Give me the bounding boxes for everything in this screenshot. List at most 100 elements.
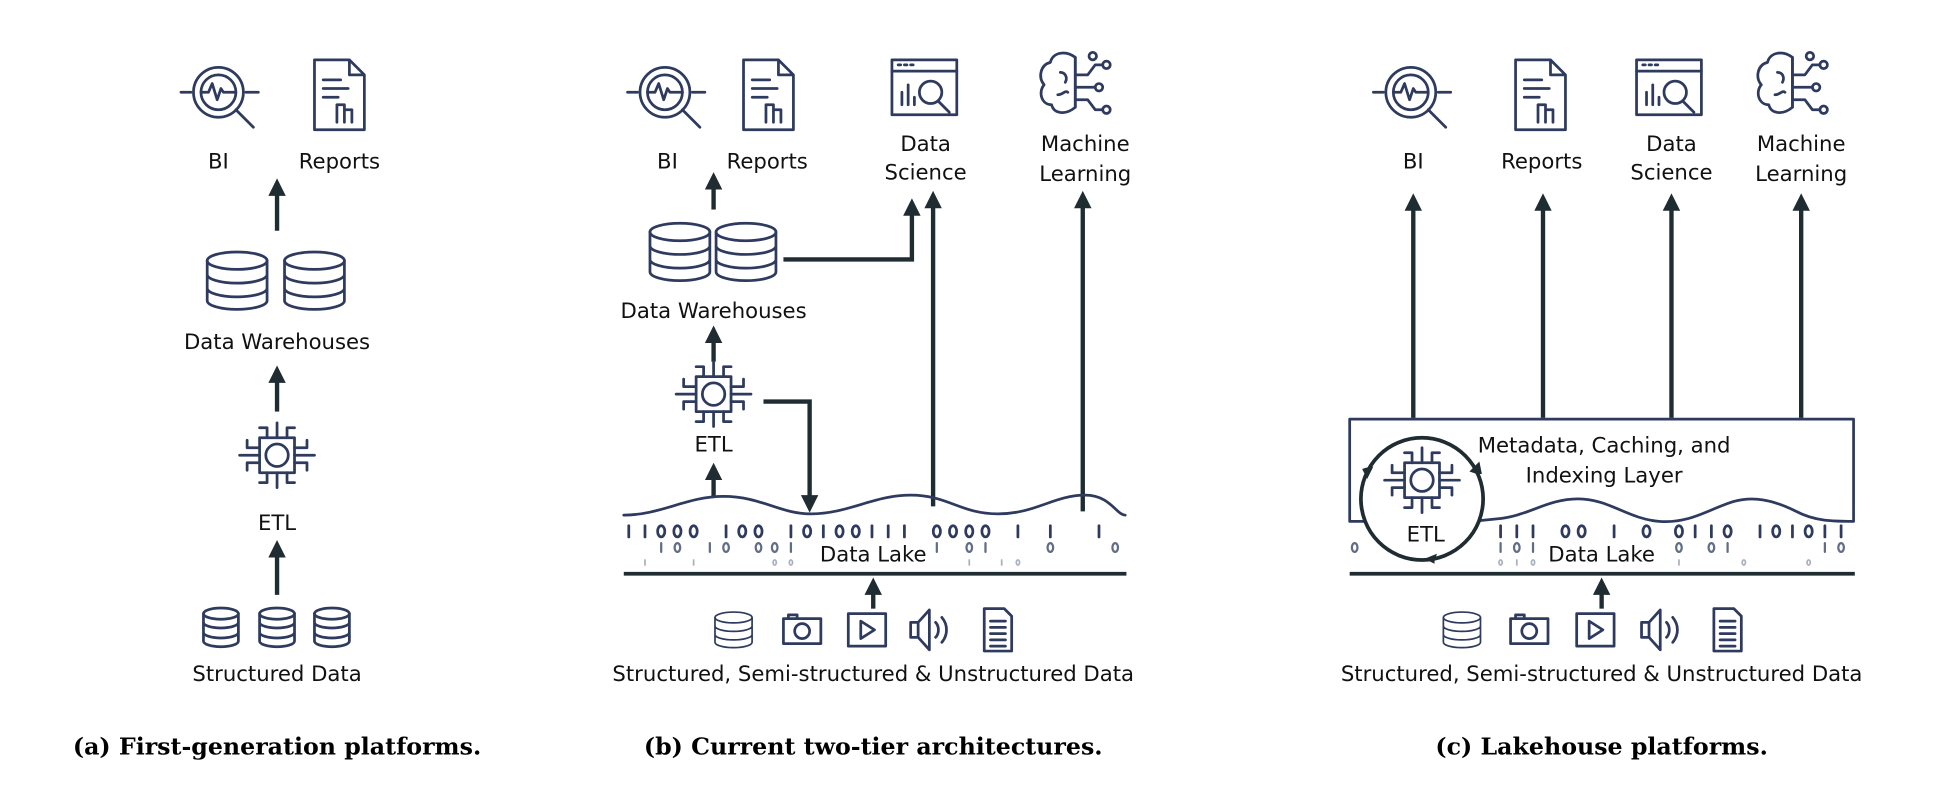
- binary-zero-mark: [753, 524, 764, 539]
- database-icon: [714, 221, 778, 283]
- binary-zero-mark: [688, 524, 699, 539]
- report-document-icon: [742, 58, 795, 132]
- data-science-label: Science: [885, 160, 967, 185]
- structured-data-label: Structured Data: [192, 661, 361, 686]
- document-icon: [982, 607, 1014, 653]
- layer-label: Metadata, Caching, and: [1478, 433, 1731, 458]
- video-play-icon: [846, 612, 888, 648]
- data-warehouses-label: Data Warehouses: [621, 298, 807, 323]
- speaker-icon: [909, 608, 948, 652]
- binary-zero-mark: [1498, 559, 1504, 566]
- data-sources-label: Structured, Semi-structured & Unstructur…: [612, 661, 1134, 686]
- data-science-label: Science: [1630, 160, 1712, 185]
- binary-zero-mark: [1641, 524, 1652, 539]
- etl-to-lake-arrow: [763, 399, 819, 513]
- binary-zero-mark: [1530, 559, 1536, 566]
- camera-icon: [1509, 613, 1550, 645]
- binary-zero-mark: [673, 542, 682, 554]
- machine-learning-label: Machine: [1041, 131, 1130, 156]
- browser-analytics-icon: [890, 58, 959, 117]
- binary-zero-mark: [1771, 524, 1782, 539]
- reports-label: Reports: [1501, 148, 1582, 173]
- database-icon: [648, 221, 712, 283]
- brain-circuit-icon: [1756, 51, 1829, 115]
- binary-zero-mark: [1673, 524, 1684, 539]
- panel-b: BI Reports Data Science Machine Learning…: [612, 51, 1134, 761]
- bi-label: BI: [208, 148, 229, 173]
- etl-chip-icon: [674, 360, 753, 428]
- warehouse-to-data-science-arrow: [783, 198, 921, 262]
- etl-label: ETL: [1407, 521, 1445, 546]
- video-play-icon: [1575, 612, 1616, 648]
- etl-label: ETL: [695, 432, 733, 457]
- caption-b: (b) Current two-tier architectures.: [644, 733, 1103, 761]
- machine-learning-label: Learning: [1039, 161, 1131, 186]
- panel-a: BI Reports Data Warehouses ETL Structure…: [73, 58, 481, 761]
- database-icon: [283, 250, 346, 311]
- binary-zero-mark: [964, 524, 975, 539]
- binary-zero-mark: [1707, 542, 1716, 554]
- bi-label: BI: [1403, 148, 1424, 173]
- binary-zero-mark: [770, 542, 779, 554]
- bi-label: BI: [657, 148, 678, 173]
- report-document-icon: [313, 58, 366, 132]
- binary-zero-mark: [1046, 542, 1055, 554]
- data-lake-wave: [622, 493, 1127, 517]
- data-sources-label: Structured, Semi-structured & Unstructur…: [1341, 661, 1863, 686]
- binary-zero-mark: [1837, 542, 1846, 554]
- binary-zero-mark: [965, 542, 974, 554]
- binary-zero-mark: [980, 524, 991, 539]
- data-lake-label: Data Lake: [820, 541, 927, 566]
- binary-zero-mark: [1806, 559, 1812, 566]
- data-science-label: Data: [900, 131, 951, 156]
- binary-digits: [1350, 524, 1846, 566]
- etl-chip-icon: [238, 421, 316, 490]
- binary-zero-mark: [1741, 559, 1747, 566]
- binary-zero-mark: [931, 524, 942, 539]
- panel-c: BI Reports Data Science Machine Learning…: [1341, 51, 1863, 761]
- data-science-label: Data: [1646, 131, 1697, 156]
- database-icon: [202, 606, 240, 649]
- data-warehouses-label: Data Warehouses: [184, 329, 370, 354]
- camera-icon: [782, 613, 823, 645]
- reports-label: Reports: [727, 148, 808, 173]
- binary-zero-mark: [1803, 524, 1814, 539]
- speaker-icon: [1640, 608, 1679, 652]
- binary-zero-mark: [772, 559, 778, 566]
- binary-zero-mark: [1675, 542, 1683, 554]
- magnifier-chart-icon: [626, 65, 707, 129]
- database-icon: [714, 611, 753, 649]
- browser-analytics-icon: [1635, 58, 1703, 117]
- metadata-caching-indexing-layer-box: [1348, 417, 1855, 523]
- caption-a: (a) First-generation platforms.: [73, 733, 481, 761]
- layer-label: Indexing Layer: [1526, 463, 1683, 488]
- caption-c: (c) Lakehouse platforms.: [1435, 733, 1767, 761]
- binary-zero-mark: [722, 542, 730, 554]
- binary-zero-mark: [1350, 542, 1359, 554]
- brain-circuit-icon: [1039, 51, 1112, 115]
- binary-zero-mark: [737, 524, 748, 539]
- binary-zero-mark: [1560, 524, 1571, 539]
- data-lake-label: Data Lake: [1548, 541, 1655, 566]
- binary-zero-mark: [802, 524, 813, 539]
- binary-zero-mark: [1722, 524, 1733, 539]
- report-document-icon: [1514, 58, 1567, 132]
- binary-zero-mark: [754, 542, 763, 554]
- database-icon: [313, 606, 351, 649]
- binary-zero-mark: [788, 559, 794, 566]
- binary-zero-mark: [656, 524, 667, 539]
- database-icon: [258, 606, 296, 649]
- binary-zero-mark: [1512, 542, 1521, 554]
- machine-learning-label: Machine: [1757, 131, 1846, 156]
- document-icon: [1712, 607, 1743, 653]
- database-icon: [205, 250, 269, 311]
- database-icon: [1442, 611, 1482, 649]
- binary-digits: [627, 524, 1120, 566]
- binary-zero-mark: [1015, 559, 1021, 566]
- magnifier-chart-icon: [179, 65, 260, 129]
- binary-zero-mark: [1576, 524, 1587, 539]
- magnifier-chart-icon: [1372, 65, 1453, 129]
- binary-zero-mark: [672, 524, 683, 539]
- binary-zero-mark: [948, 524, 959, 539]
